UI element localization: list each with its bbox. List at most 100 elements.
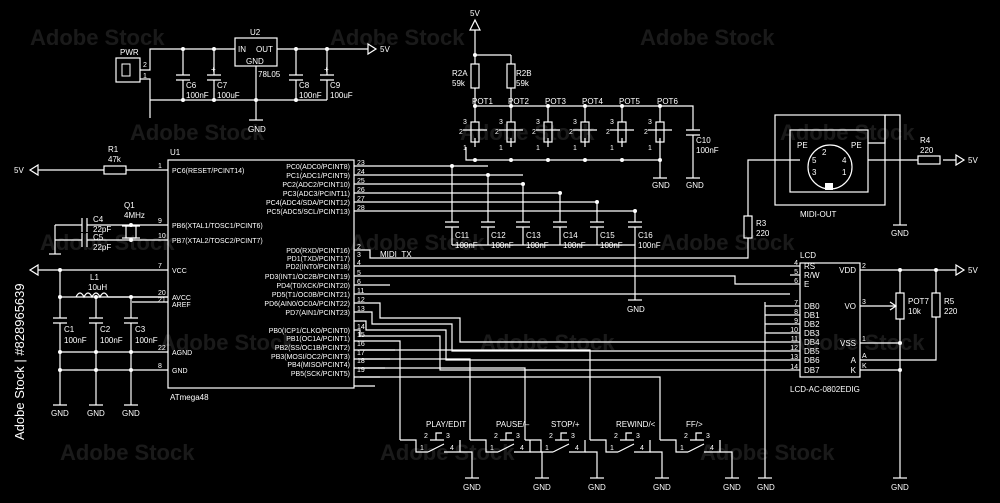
mcu-pin-name: PC2(ADC2/PCINT10): [282, 182, 350, 189]
mcu-pin-name: PC0(ADC0/PCINT8): [286, 164, 350, 171]
lcd-pin-name: DB2: [804, 320, 820, 329]
svg-text:4: 4: [640, 445, 644, 452]
svg-text:GND: GND: [248, 125, 266, 134]
pot-label: POT3: [545, 97, 566, 106]
watermark-text: Adobe Stock: [350, 230, 485, 255]
svg-text:100nF: 100nF: [186, 91, 209, 100]
mcu-pin-number: 22: [158, 345, 166, 352]
svg-text:R4: R4: [920, 136, 931, 145]
svg-text:2: 2: [569, 129, 573, 136]
cap-value: 100nF: [638, 241, 661, 250]
mcu-pin-number: 4: [357, 260, 361, 267]
svg-text:C5: C5: [93, 233, 104, 242]
svg-text:1: 1: [545, 445, 549, 452]
cap-ref: C13: [526, 231, 541, 240]
power-section: PWR 2 1 U2 IN OUT GND 78L05 5V C6 100nF …: [115, 28, 390, 134]
mcu-pin-name: PC1(ADC1/PCINT9): [286, 173, 350, 180]
svg-text:2: 2: [644, 129, 648, 136]
mcu-pin-number: 1: [158, 163, 162, 170]
pot-section: 5V R2A 59k R2B 59k POT1231POT2231POT3231…: [354, 9, 719, 314]
mcu-pin-name: PB0(ICP1/CLKO/PCINT0): [269, 328, 350, 335]
watermark-text: Adobe Stock: [790, 330, 925, 355]
mcu-pin-name: VCC: [172, 268, 187, 275]
mcu-pin-number: 21: [158, 297, 166, 304]
svg-text:R5: R5: [944, 297, 955, 306]
mcu-pin-number: 17: [357, 350, 365, 357]
svg-text:PE: PE: [797, 141, 808, 150]
svg-text:1: 1: [573, 145, 577, 152]
svg-text:3: 3: [499, 119, 503, 126]
mcu-pin-name: AGND: [172, 350, 192, 357]
svg-text:GND: GND: [627, 305, 645, 314]
svg-text:5V: 5V: [968, 266, 978, 275]
mcu-pin-number: 25: [357, 178, 365, 185]
svg-text:3: 3: [706, 433, 710, 440]
svg-text:C10: C10: [696, 136, 711, 145]
svg-text:Q1: Q1: [124, 201, 135, 210]
svg-text:3: 3: [571, 433, 575, 440]
pot7: [895, 292, 905, 320]
svg-text:C2: C2: [100, 325, 111, 334]
svg-text:GND: GND: [588, 483, 606, 492]
pwr-label: PWR: [120, 48, 139, 57]
svg-text:1: 1: [143, 73, 147, 80]
lcd-body: [799, 262, 861, 378]
mcu-pin-number: 6: [357, 279, 361, 286]
watermark-text: Adobe Stock: [160, 330, 295, 355]
lcd-pin-name: DB1: [804, 311, 820, 320]
mcu-pin-number: 14: [357, 324, 365, 331]
svg-text:10k: 10k: [908, 307, 922, 316]
r5-resistor: [931, 292, 941, 318]
svg-text:3: 3: [573, 119, 577, 126]
button-label: STOP/+: [551, 420, 580, 429]
svg-text:POT7: POT7: [908, 297, 929, 306]
svg-text:3: 3: [812, 168, 817, 177]
svg-text:100nF: 100nF: [299, 91, 322, 100]
svg-text:GND: GND: [87, 409, 105, 418]
mcu-pin-name: PB6(XTAL1/TOSC1/PCINT6): [172, 223, 263, 230]
svg-text:3: 3: [446, 433, 450, 440]
button-label: PLAY/EDIT: [426, 420, 466, 429]
lcd-pin-name: DB5: [804, 347, 820, 356]
cap-ref: C11: [455, 231, 470, 240]
svg-text:1: 1: [536, 145, 540, 152]
cap-ref: C16: [638, 231, 653, 240]
mcu-left-pins: PC6(RESET/PCINT14)1PB6(XTAL1/TOSC1/PCINT…: [158, 163, 263, 375]
vcc-filter: L1 10uH C1 100nF C2 100nF C3 100nF GND G…: [28, 263, 168, 418]
mcu-pin-name: GND: [172, 368, 188, 375]
svg-text:+: +: [211, 65, 216, 74]
mcu-pin-number: 18: [357, 358, 365, 365]
mcu-pin-number: 7: [158, 263, 162, 270]
svg-text:4: 4: [450, 445, 454, 452]
pot-label: POT5: [619, 97, 640, 106]
pot-label: POT2: [508, 97, 529, 106]
svg-text:3: 3: [463, 119, 467, 126]
svg-text:GND: GND: [533, 483, 551, 492]
svg-text:GND: GND: [463, 483, 481, 492]
svg-text:GND: GND: [686, 181, 704, 190]
lcd-pin-number: 3: [862, 299, 866, 306]
svg-text:2: 2: [606, 129, 610, 136]
watermark-text: Adobe Stock: [40, 230, 175, 255]
mcu-pin-number: 8: [158, 363, 162, 370]
svg-text:GND: GND: [891, 483, 909, 492]
svg-text:C1: C1: [64, 325, 75, 334]
mcu-pin-name: PD2(INT0/PCINT18): [286, 264, 350, 271]
stock-id-label: Adobe Stock | #828965639: [12, 283, 27, 440]
watermark-text: Adobe Stock: [460, 120, 595, 145]
lcd-pin-name: A: [851, 356, 857, 365]
lcd-pin-number: 14: [790, 364, 798, 371]
lcd-pin-number: 1: [862, 336, 866, 343]
svg-text:1: 1: [463, 145, 467, 152]
mcu-pin-name: PD7(AIN1/PCINT23): [285, 310, 350, 317]
svg-text:47k: 47k: [108, 155, 122, 164]
